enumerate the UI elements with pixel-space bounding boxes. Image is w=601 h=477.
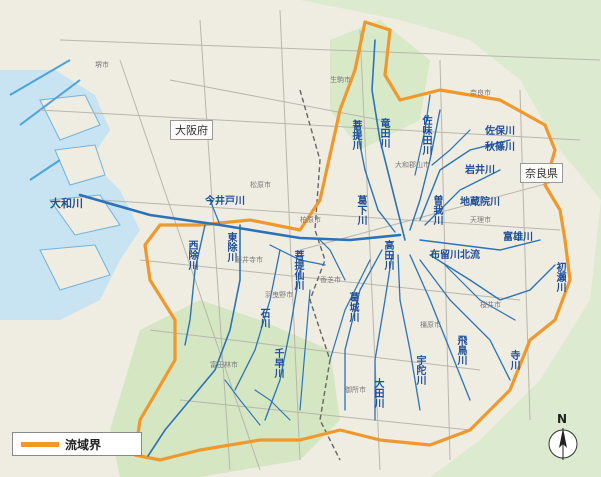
city-label: 天理市 — [470, 216, 491, 224]
city-label: 柏原市 — [300, 216, 321, 224]
legend-boundary-label: 流域界 — [65, 437, 102, 452]
city-label: 生駒市 — [330, 76, 351, 84]
river-label-chihaya: 千早川 — [272, 348, 283, 378]
city-label: 羽曳野市 — [265, 291, 293, 299]
city-label: 御所市 — [345, 386, 366, 394]
basin-boundary — [133, 20, 572, 462]
city-label: 松原市 — [250, 181, 271, 189]
river-label-hase: 初瀬川 — [554, 262, 565, 292]
river-label-rengeji: 菩提仙川 — [292, 250, 303, 290]
city-label: 藤井寺市 — [235, 256, 263, 264]
river-label-tatsuta: 竜田川 — [378, 118, 389, 148]
river-label-asuka: 飛鳥川 — [455, 335, 466, 365]
river-label-akishino: 秋篠川 — [485, 142, 515, 153]
river-label-tomio: 富雄川 — [503, 232, 533, 243]
river-label-ishi: 石川 — [258, 308, 269, 328]
harbor-piers — [39, 94, 121, 291]
river-label-iwai: 岩井川 — [465, 165, 495, 176]
river-label-imai: 今井戸川 — [205, 196, 245, 207]
river-label-nagi: 菩提川 — [350, 120, 361, 150]
river-label-katsuragi: 葛城川 — [347, 292, 358, 322]
river-label-jizoin: 地蔵院川 — [460, 197, 500, 208]
boundary-swatch — [21, 441, 59, 447]
north-arrow-icon: N — [545, 412, 581, 464]
city-label: 富田林市 — [210, 361, 238, 369]
river-label-nishiyoke: 西除川 — [186, 240, 197, 270]
prefecture-border — [299, 89, 341, 461]
compass-north-label: N — [557, 412, 568, 426]
prefecture-label-osaka: 大阪府 — [170, 120, 213, 140]
river-label-sayama: 佐味田川 — [420, 115, 431, 155]
river-label-sao: 佐保川 — [485, 126, 515, 137]
river-tomio — [371, 39, 406, 241]
river-label-yamato: 大和川 — [50, 197, 83, 210]
city-label: 香芝市 — [320, 276, 341, 284]
city-label: 堺市 — [95, 61, 109, 69]
osaka-bay — [0, 70, 140, 320]
river-label-higashiyoke: 東除川 — [225, 232, 236, 262]
river-label-udo: 宇陀川 — [414, 355, 425, 385]
map-legend: 流域界 — [12, 432, 142, 456]
city-label: 大和郡山市 — [395, 161, 430, 169]
coast-channels — [9, 59, 81, 181]
road-network — [39, 9, 601, 471]
river-label-takada: 高田川 — [382, 240, 393, 270]
city-label: 桜井市 — [480, 301, 501, 309]
river-label-katsuge: 葛下川 — [355, 195, 366, 225]
river-label-tera: 寺川 — [508, 350, 519, 370]
river-network — [78, 39, 556, 457]
river-yamato — [78, 193, 402, 242]
river-label-soga: 曽我川 — [431, 195, 442, 225]
mountain-area-east — [300, 0, 601, 477]
city-label: 橿原市 — [420, 321, 441, 329]
river-ishi — [147, 224, 241, 457]
prefecture-label-nara: 奈良県 — [520, 163, 563, 183]
city-label: 奈良市 — [470, 89, 491, 97]
river-label-ohota: 大田川 — [372, 378, 383, 408]
river-label-furu: 布留川北流 — [430, 250, 480, 261]
